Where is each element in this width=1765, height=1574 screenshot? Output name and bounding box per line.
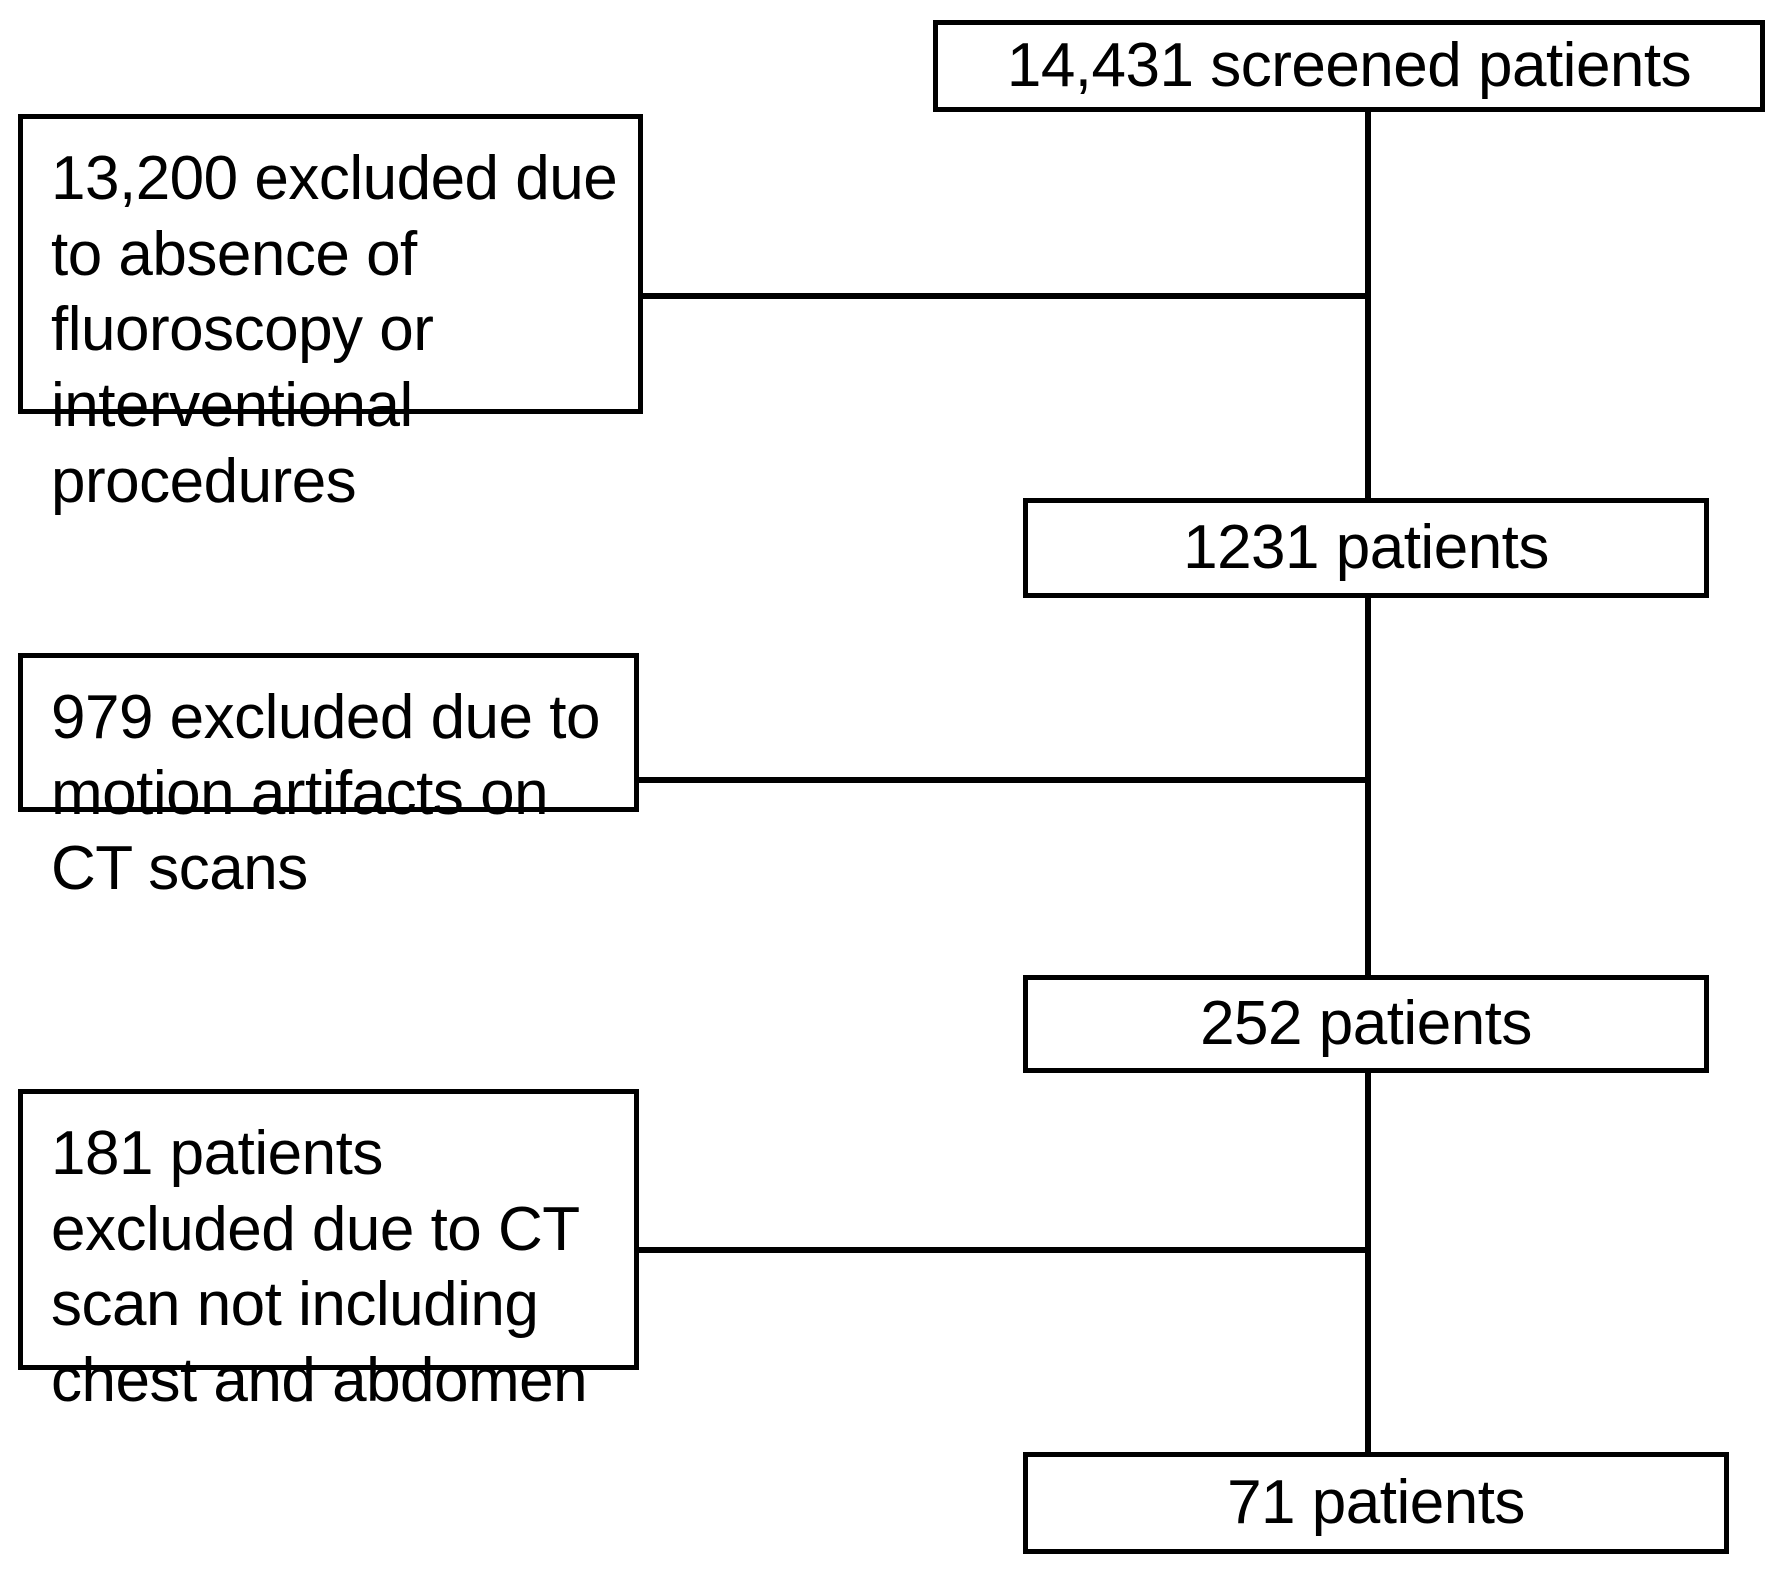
connector-stage1-to-stage2	[1365, 595, 1371, 982]
node-stage2-patients-label: 252 patients	[1200, 989, 1532, 1059]
node-exclusion-scan-coverage[interactable]: 181 patients excluded due to CT scan not…	[18, 1089, 639, 1415]
node-exclusion-fluoroscopy[interactable]: 13,200 excluded due to absence of fluoro…	[18, 114, 643, 516]
connector-branch-exclusion-1	[640, 293, 1368, 299]
node-stage1-patients-label: 1231 patients	[1183, 513, 1549, 583]
node-exclusion-fluoroscopy-label: 13,200 excluded due to absence of fluoro…	[51, 144, 618, 516]
connector-branch-exclusion-3	[636, 1247, 1368, 1253]
node-final-patients[interactable]: 71 patients	[1023, 1452, 1729, 1554]
node-exclusion-motion-artifacts-label: 979 excluded due to motion artifacts on …	[51, 683, 600, 904]
node-screened-patients-label: 14,431 screened patients	[1006, 31, 1692, 101]
node-final-patients-label: 71 patients	[1227, 1468, 1525, 1538]
node-exclusion-motion-artifacts[interactable]: 979 excluded due to motion artifacts on …	[18, 653, 639, 903]
node-stage1-patients[interactable]: 1231 patients	[1023, 498, 1709, 598]
node-screened-patients[interactable]: 14,431 screened patients	[933, 20, 1765, 112]
connector-branch-exclusion-2	[636, 777, 1368, 783]
connector-stage2-to-final	[1365, 1070, 1371, 1458]
node-stage2-patients[interactable]: 252 patients	[1023, 975, 1709, 1073]
node-exclusion-scan-coverage-label: 181 patients excluded due to CT scan not…	[51, 1119, 588, 1415]
connector-screened-to-stage1	[1365, 105, 1371, 505]
